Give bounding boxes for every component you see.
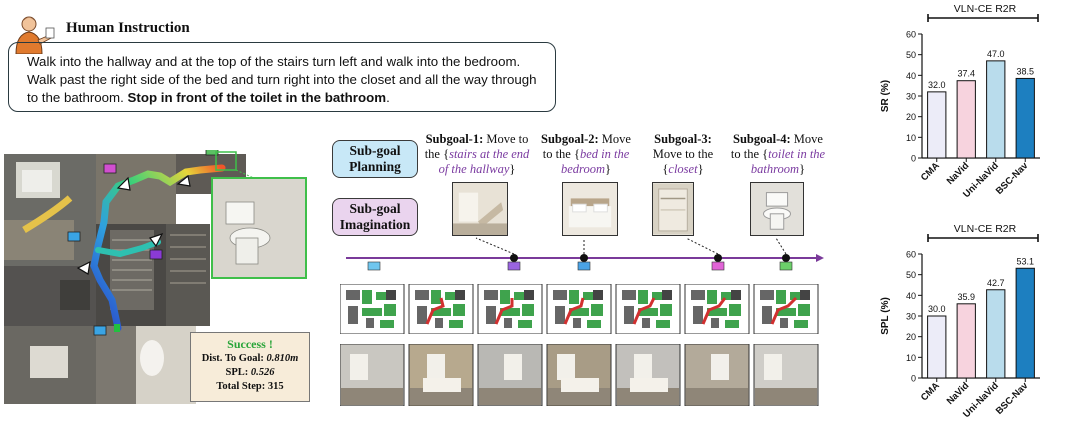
sr-ytick-label: 60	[906, 30, 916, 40]
subgoal-1: Subgoal-1: Move to the {stairs at the en…	[424, 132, 530, 176]
subgoal-3: Subgoal-3: Move to the {closet}	[652, 132, 714, 176]
sr-value-label: 32.0	[928, 80, 946, 90]
spl-ytick-label: 50	[906, 270, 916, 280]
spl-value-label: 30.0	[928, 304, 946, 314]
imagined-closet-image	[652, 182, 694, 236]
sr-ytick-label: 10	[906, 133, 916, 143]
spl-bar	[986, 289, 1006, 379]
spl-ylabel: SPL (%)	[880, 297, 891, 335]
observation-photo	[684, 343, 750, 407]
result-box: Success ! Dist. To Goal: 0.810m SPL: 0.5…	[190, 332, 310, 402]
imagined-stairs-image	[452, 182, 508, 236]
sr-ytick-label: 50	[906, 50, 916, 60]
spl-value-label: 53.1	[1016, 256, 1034, 266]
spl-value-label: 35.9	[957, 292, 975, 302]
spl-ytick-label: 40	[906, 291, 916, 301]
observation-photo	[615, 343, 681, 407]
map-snapshot	[339, 283, 405, 335]
instruction-box: Walk into the hallway and at the top of …	[8, 42, 556, 112]
subgoal-4: Subgoal-4: Move to the {toilet in the ba…	[730, 132, 826, 176]
observation-photo	[339, 343, 405, 407]
map-snapshot	[684, 283, 750, 335]
instruction-goal-text: Stop in front of the toilet in the bathr…	[127, 90, 387, 105]
subgoal-timeline	[346, 237, 824, 271]
map-snapshot	[477, 283, 543, 335]
spl-bar	[956, 303, 976, 379]
map-snapshot	[753, 283, 819, 335]
spl-value-label: 42.7	[987, 278, 1005, 288]
subgoal-imagination-label: Sub-goal Imagination	[332, 198, 418, 236]
spl-category-label: CMA	[919, 380, 942, 403]
sr-bar	[927, 91, 947, 159]
sr-bar	[1015, 77, 1035, 159]
sr-bar	[986, 60, 1006, 159]
map-snapshot	[546, 283, 612, 335]
sr-ytick-label: 20	[906, 112, 916, 122]
observation-photo	[546, 343, 612, 407]
total-step: Total Step: 315	[216, 381, 284, 392]
sr-category-label: CMA	[919, 160, 942, 183]
map-snapshot-row	[339, 283, 822, 335]
sr-value-label: 37.4	[957, 69, 975, 79]
sr-title: VLN-CE R2R	[954, 3, 1017, 15]
imagined-toilet-image	[750, 182, 804, 236]
subgoal-2: Subgoal-2: Move to the {bed in the bedro…	[541, 132, 631, 176]
observation-row	[339, 343, 822, 407]
result-title: Success !	[227, 337, 273, 351]
sr-ytick-label: 30	[906, 92, 916, 102]
spl-category-label: BSC-Nav	[994, 380, 1031, 417]
spl-value: SPL: 0.526	[225, 367, 275, 378]
map-snapshot	[408, 283, 474, 335]
sr-bar	[956, 80, 976, 159]
spl-category-label: NaVid	[945, 380, 972, 407]
spl-ytick-label: 0	[911, 374, 916, 384]
instruction-title: Human Instruction	[66, 20, 190, 36]
imagined-bed-image	[562, 182, 618, 236]
spl-ytick-label: 60	[906, 250, 916, 260]
sr-ylabel: SR (%)	[880, 80, 891, 112]
sr-value-label: 38.5	[1016, 66, 1034, 76]
map-snapshot	[615, 283, 681, 335]
spl-title: VLN-CE R2R	[954, 223, 1017, 235]
sr-category-label: BSC-Nav	[994, 160, 1031, 197]
spl-ytick-label: 30	[906, 312, 916, 322]
observation-photo	[477, 343, 543, 407]
spl-bar	[927, 315, 947, 379]
sr-ytick-label: 40	[906, 71, 916, 81]
instruction-text: Walk into the hallway and at the top of …	[27, 54, 537, 105]
spl-bar	[1015, 267, 1035, 379]
sr-value-label: 47.0	[987, 49, 1005, 59]
spl-ytick-label: 10	[906, 353, 916, 363]
observation-photo	[408, 343, 474, 407]
subgoal-planning-label: Sub-goal Planning	[332, 140, 418, 178]
sr-ytick-label: 0	[911, 154, 916, 164]
spl-ytick-label: 20	[906, 332, 916, 342]
sr-category-label: NaVid	[945, 160, 972, 187]
trajectory-map	[0, 150, 318, 408]
dist-to-goal: Dist. To Goal: 0.810m	[201, 353, 299, 364]
observation-photo	[753, 343, 819, 407]
